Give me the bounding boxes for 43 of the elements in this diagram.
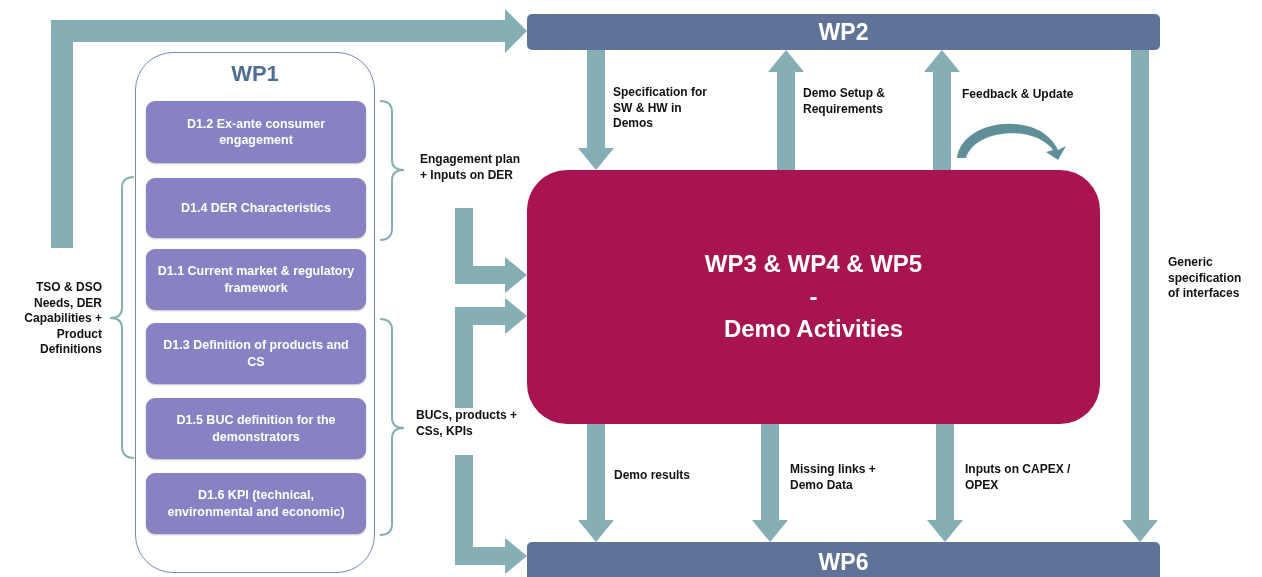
arrow xyxy=(578,424,614,542)
note-label: TSO & DSO Needs, DER Capabilities + Product Definitions xyxy=(23,280,102,358)
arrow xyxy=(752,424,788,542)
deliverable-box xyxy=(146,101,366,163)
edge-label: Specification for SW & HW in Demos xyxy=(613,85,708,132)
bar-title: WP2 xyxy=(818,18,869,46)
work-package-bar xyxy=(527,542,1160,577)
activity-box xyxy=(527,170,1100,424)
bar-title: WP6 xyxy=(818,548,869,576)
arrow xyxy=(927,424,963,542)
activity-label: Demo Activities xyxy=(723,314,904,345)
arrow xyxy=(924,50,960,170)
work-package-bar xyxy=(527,14,1160,50)
edge-label: Demo results xyxy=(614,468,692,484)
panel-title: WP1 xyxy=(230,61,280,87)
arrow xyxy=(455,455,527,574)
edge-label: BUCs, products + CSs, KPIs xyxy=(416,408,518,440)
edge-label: Missing links + Demo Data xyxy=(790,462,877,494)
deliverable-label: D1.5 BUC definition for the demonstrators xyxy=(175,412,337,445)
deliverable-label: D1.4 DER Characteristics xyxy=(180,199,332,217)
edge-label: Feedback & Update xyxy=(962,87,1075,103)
deliverable-box xyxy=(146,398,366,459)
arrow xyxy=(455,208,527,293)
deliverable-label: D1.3 Definition of products and CS xyxy=(162,337,350,370)
deliverable-label: D1.1 Current market & regulatory framework xyxy=(156,263,356,296)
work-package-panel xyxy=(135,52,375,573)
deliverable-label: D1.6 KPI (technical, environmental and economic) xyxy=(166,487,346,520)
activity-label: - xyxy=(809,281,818,312)
edge-label: Demo Setup & Requirements xyxy=(803,86,886,118)
arrow xyxy=(768,50,804,170)
arrow xyxy=(51,9,527,248)
deliverable-box xyxy=(146,249,366,310)
deliverable-box xyxy=(146,323,366,384)
arrow xyxy=(1122,50,1158,542)
deliverable-label: D1.2 Ex-ante consumer engagement xyxy=(185,115,327,149)
deliverable-box xyxy=(146,473,366,534)
arrow xyxy=(578,50,614,170)
edge-label: Generic specification of interfaces xyxy=(1168,255,1243,302)
activity-label: WP3 & WP4 & WP5 xyxy=(704,249,923,280)
edge-label: Engagement plan + Inputs on DER xyxy=(420,152,520,184)
arrow xyxy=(455,298,527,408)
edge-label: Inputs on CAPEX / OPEX xyxy=(965,462,1072,494)
deliverable-box xyxy=(146,178,366,238)
